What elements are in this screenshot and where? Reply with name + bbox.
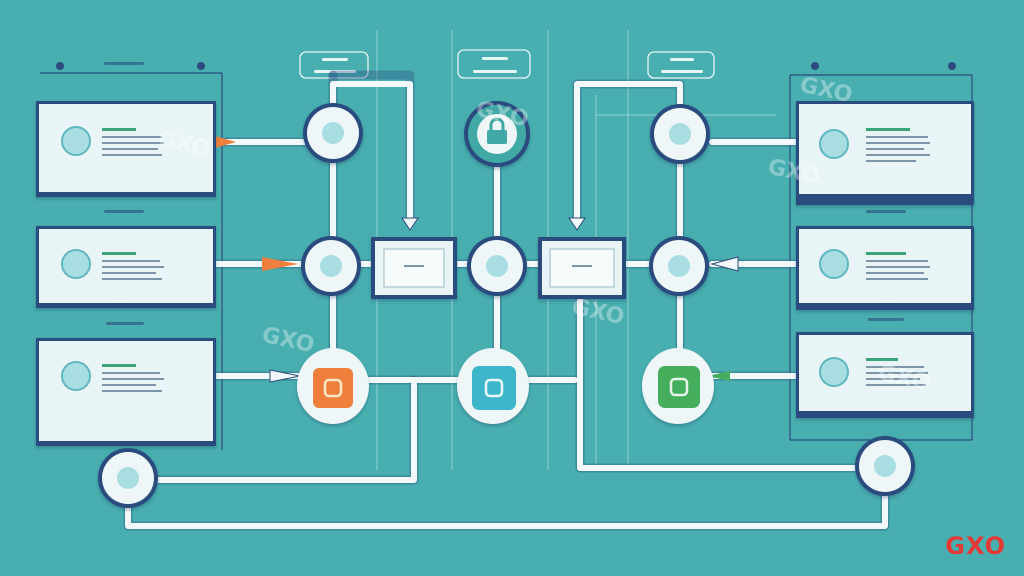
card-right-2	[796, 226, 974, 310]
monitor-box-right	[538, 237, 626, 299]
bag-icon	[323, 378, 343, 398]
arrow-white-left	[269, 369, 301, 383]
frame-dots	[56, 62, 956, 70]
card-left-2	[36, 226, 216, 308]
leaf-badge-icon	[669, 123, 691, 145]
arrow-orange-top	[215, 136, 236, 148]
teal-leaf-globe-icon	[819, 357, 849, 387]
card-right-1	[796, 101, 974, 205]
lock-badge-icon	[487, 130, 507, 144]
node-right-mid[interactable]	[649, 236, 709, 296]
arrow-white-right-mid	[710, 256, 739, 272]
teal-leaf-globe-icon	[819, 249, 849, 279]
watermarks: GXO GXO GXO GXO GXO GXO GXO	[156, 73, 933, 396]
teal-leaf-globe-icon	[61, 126, 91, 156]
node-left-top[interactable]	[303, 103, 363, 163]
brand-logo: GXO	[945, 532, 1006, 560]
header-tab-center	[457, 49, 531, 79]
teal-leaf-globe-icon	[61, 249, 91, 279]
node-left-mid[interactable]	[301, 236, 361, 296]
leaf-badge-icon	[320, 255, 342, 277]
header-tab-left	[299, 51, 369, 79]
card-right-3	[796, 332, 974, 418]
leaf-badge-icon	[668, 255, 690, 277]
egg-node-teal[interactable]	[457, 348, 529, 424]
card-left-1	[36, 101, 216, 197]
header-tab-right	[647, 51, 715, 79]
arrow-down-right	[568, 217, 586, 231]
node-center-mid[interactable]	[467, 236, 527, 296]
node-center-top[interactable]	[464, 101, 530, 167]
leaf-badge-icon	[117, 467, 139, 489]
drop-icon	[484, 378, 504, 398]
arrow-orange-mid	[262, 257, 298, 271]
node-bottom-left[interactable]	[98, 448, 158, 508]
node-right-top[interactable]	[650, 104, 710, 164]
teal-leaf-globe-icon	[819, 129, 849, 159]
egg-node-orange[interactable]	[297, 348, 369, 424]
monitor-box-left	[371, 237, 457, 299]
leaf-badge-icon	[486, 255, 508, 277]
leaf-badge-icon	[874, 455, 896, 477]
teal-leaf-globe-icon	[61, 361, 91, 391]
card-captions	[104, 62, 906, 325]
egg-node-green[interactable]	[642, 348, 714, 424]
arrowheads	[215, 136, 739, 383]
card-left-3	[36, 338, 216, 446]
leaf-badge-icon	[322, 122, 344, 144]
leaf-icon	[669, 377, 689, 397]
node-bottom-right[interactable]	[855, 436, 915, 496]
arrow-down-left	[401, 217, 419, 231]
watermark: GXO	[260, 323, 317, 358]
arrow-green	[707, 371, 730, 381]
